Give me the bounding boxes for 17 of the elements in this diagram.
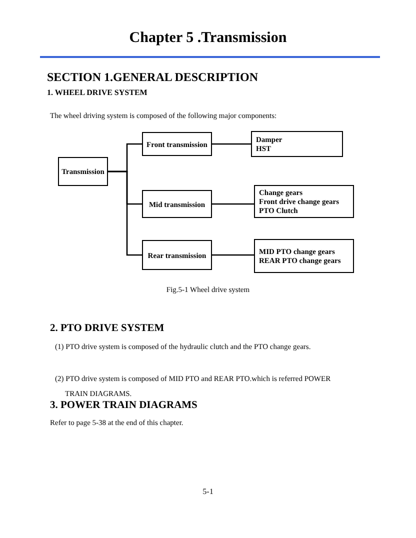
process-box [142, 240, 212, 270]
connector-line [212, 254, 254, 256]
process-box [142, 132, 212, 156]
page-number: 5-1 [202, 487, 214, 496]
connector-line [212, 143, 251, 145]
connector-line [108, 170, 142, 256]
component-box [254, 185, 354, 218]
subsection-heading: 2. PTO DRIVE SYSTEM [50, 323, 164, 334]
chapter-title: Chapter 5 .Transmission [128, 30, 288, 47]
process-box [58, 157, 108, 186]
section-heading: SECTION 1.GENERAL DESCRIPTION [47, 70, 258, 85]
subsection-heading: 1. WHEEL DRIVE SYSTEM [47, 88, 148, 97]
subsection-heading: 3. POWER TRAIN DIAGRAMS [50, 400, 198, 411]
connector-line [212, 203, 254, 205]
process-box [142, 190, 212, 218]
component-box [254, 239, 354, 273]
component-box [251, 131, 343, 157]
